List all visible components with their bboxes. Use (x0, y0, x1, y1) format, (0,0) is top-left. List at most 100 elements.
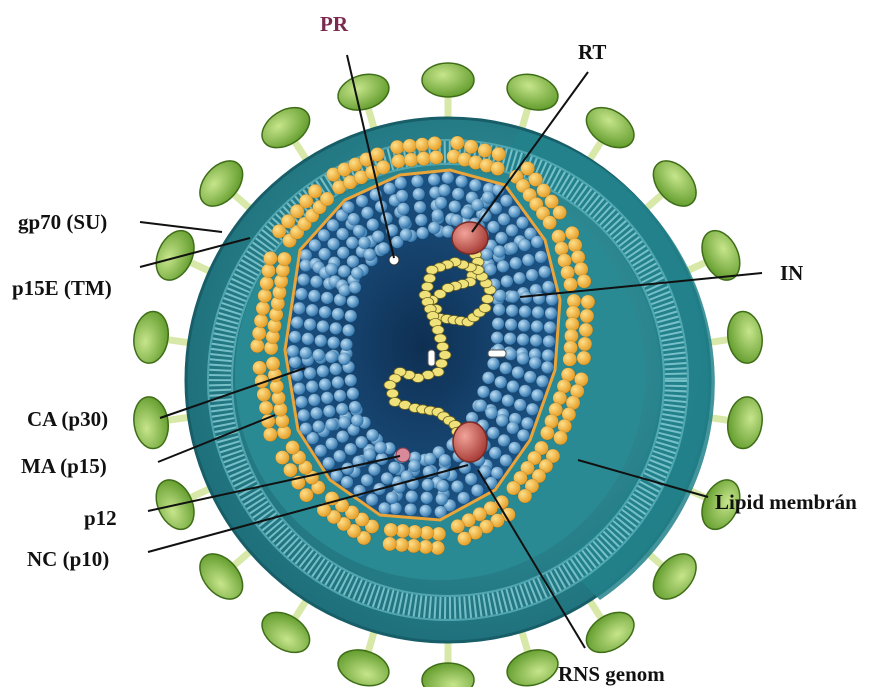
capsid-bead (526, 403, 538, 415)
capsid-bead (396, 190, 408, 202)
capsid-bead (325, 437, 337, 449)
matrix-bead (262, 264, 276, 278)
capsid-bead (304, 318, 316, 330)
capsid-bead (336, 228, 348, 240)
capsid-bead (543, 335, 555, 347)
capsid-bead (505, 318, 517, 330)
label-p12: p12 (84, 508, 117, 529)
capsid-bead (539, 266, 551, 278)
matrix-bead (384, 523, 398, 537)
capsid-bead (517, 352, 529, 364)
capsid-bead (336, 430, 348, 442)
capsid-bead (428, 222, 440, 234)
capsid-bead (451, 480, 463, 492)
capsid-bead (356, 195, 368, 207)
capsid-bead (374, 441, 386, 453)
spike-head-icon (334, 69, 393, 116)
matrix-bead (568, 238, 582, 252)
capsid-bead (315, 444, 327, 456)
label-pr: PR (320, 14, 348, 35)
capsid-bead (404, 503, 416, 515)
matrix-bead (464, 140, 478, 154)
capsid-bead (345, 310, 357, 322)
capsid-bead (306, 380, 318, 392)
capsid-bead (349, 401, 361, 413)
rna-bead (432, 326, 444, 335)
spike-head-icon (131, 309, 172, 365)
capsid-bead (461, 206, 473, 218)
capsid-bead (512, 366, 524, 378)
capsid-bead (334, 390, 346, 402)
matrix-bead (383, 537, 397, 551)
spike-head-icon (579, 99, 641, 156)
capsid-bead (465, 473, 477, 485)
matrix-bead (390, 140, 404, 154)
capsid-bead (325, 351, 337, 363)
rna-bead (439, 351, 451, 360)
capsid-bead (490, 390, 502, 402)
capsid-bead (513, 272, 525, 284)
capsid-bead (518, 319, 530, 331)
capsid-bead (517, 429, 529, 441)
matrix-bead (415, 138, 429, 152)
matrix-bead (457, 532, 471, 546)
capsid-bead (526, 269, 538, 281)
capsid-bead (437, 480, 449, 492)
capsid-bead (487, 221, 499, 233)
label-p15e: p15E (TM) (12, 278, 112, 299)
capsid-bead (318, 229, 330, 241)
capsid-bead (522, 254, 534, 266)
capsid-bead (310, 407, 322, 419)
capsid-bead (338, 353, 350, 365)
capsid-bead (428, 173, 440, 185)
rna-bead (434, 334, 446, 343)
matrix-bead (540, 426, 554, 440)
label-nc: NC (p10) (27, 549, 109, 570)
capsid-bead (302, 333, 314, 345)
p12-particle-icon (396, 448, 410, 462)
capsid-bead (482, 372, 494, 384)
matrix-bead (404, 153, 418, 167)
capsid-bead (541, 361, 553, 373)
rna-bead (479, 304, 491, 313)
capsid-bead (361, 207, 373, 219)
capsid-bead (493, 304, 505, 316)
capsid-bead (438, 184, 450, 196)
label-rns: RNS genom (558, 664, 665, 685)
capsid-bead (506, 242, 518, 254)
capsid-bead (304, 367, 316, 379)
capsid-bead (498, 434, 510, 446)
capsid-bead (416, 227, 428, 239)
capsid-bead (530, 334, 542, 346)
capsid-bead (345, 374, 357, 386)
matrix-bead (428, 136, 442, 150)
capsid-bead (500, 362, 512, 374)
capsid-bead (414, 201, 426, 213)
matrix-bead (260, 276, 274, 290)
capsid-bead (518, 239, 530, 251)
capsid-bead (289, 356, 301, 368)
rna-bead (482, 295, 494, 304)
capsid-bead (355, 436, 367, 448)
rna-end-cap (428, 350, 435, 366)
matrix-bead (564, 278, 578, 292)
matrix-bead (578, 337, 592, 351)
capsid-bead (442, 172, 454, 184)
capsid-bead (535, 251, 547, 263)
capsid-bead (327, 336, 339, 348)
capsid-bead (291, 316, 303, 328)
capsid-bead (344, 443, 356, 455)
matrix-bead (263, 427, 277, 441)
matrix-bead (283, 463, 297, 477)
capsid-bead (482, 191, 494, 203)
capsid-bead (383, 182, 395, 194)
capsid-bead (358, 237, 370, 249)
rna-bead (437, 342, 449, 351)
capsid-bead (351, 267, 363, 279)
capsid-bead (492, 318, 504, 330)
capsid-bead (309, 239, 321, 251)
capsid-bead (325, 418, 337, 430)
capsid-bead (521, 417, 533, 429)
capsid-bead (510, 257, 522, 269)
capsid-bead (319, 306, 331, 318)
